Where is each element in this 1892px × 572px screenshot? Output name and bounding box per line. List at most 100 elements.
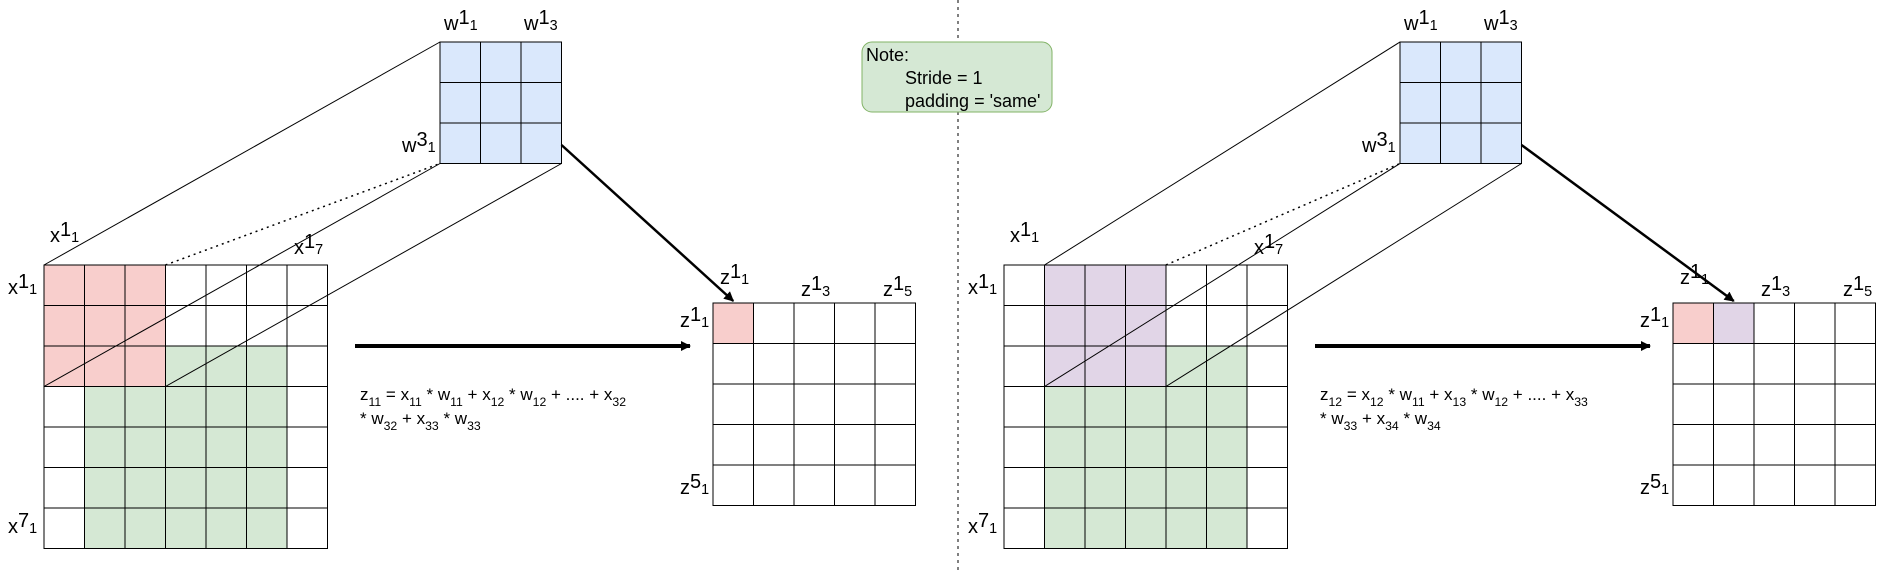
- equation-line-1-part: *: [1384, 385, 1400, 404]
- output-label-z11-top-part: z: [720, 267, 730, 289]
- output-matrix-cell: [1672, 383, 1714, 425]
- input-matrix-cell: [43, 507, 85, 549]
- input-matrix-cell: [165, 264, 207, 306]
- output-cell-computed: [713, 303, 754, 344]
- input-label-x17: x​17​: [1254, 231, 1283, 259]
- output-matrix-cell: [1753, 302, 1795, 344]
- output-label-z15-part: z: [1843, 279, 1853, 301]
- input-label-x71-part: x: [968, 516, 978, 538]
- output-label-z15-subscript: 5: [1864, 284, 1872, 300]
- input-matrix-cell: [286, 264, 328, 306]
- equation-line-1: z12​ = x12​ * w11​ + x13​ * w12​ + .... …: [1320, 385, 1588, 409]
- input-label-x11-top: x​11​: [1010, 219, 1039, 247]
- output-matrix-cell: [874, 343, 916, 385]
- kernel-matrix: [1399, 41, 1522, 164]
- hidden-projection-line: [1165, 162, 1401, 266]
- output-label-z51-part: z: [1640, 477, 1650, 499]
- output-matrix-cell: [1672, 343, 1714, 385]
- output-label-z51-subscript: 1: [701, 482, 709, 498]
- output-matrix: [1672, 302, 1876, 506]
- input-label-x17-subscript: 7: [1275, 242, 1283, 258]
- kernel-label-w13-part: 1: [1498, 7, 1509, 29]
- input-label-x11-side-part: x: [8, 277, 18, 299]
- kernel-label-w13: w​13​: [1483, 7, 1518, 35]
- input-matrix-cell: [43, 426, 85, 468]
- output-matrix-cell: [1834, 343, 1876, 385]
- equation-line-2-subscript: 33: [1344, 419, 1358, 433]
- equation-line-1-part: *: [1466, 385, 1482, 404]
- input-label-x71-subscript: 1: [29, 521, 37, 537]
- kernel-fill: [440, 42, 562, 164]
- input-label-x11-side-part: 1: [18, 271, 29, 293]
- kernel-matrix-cell: [1480, 122, 1522, 164]
- output-label-z11-side: z​11​: [1640, 304, 1669, 332]
- input-matrix-cell: [1165, 264, 1207, 306]
- input-label-x11-side-part: x: [968, 277, 978, 299]
- output-matrix-cell: [874, 464, 916, 506]
- note-box: Note: Stride = 1 padding = 'same': [861, 41, 1053, 113]
- equation-line-2-part: *: [439, 409, 455, 428]
- equation-line-1-subscript: 11: [1412, 395, 1425, 409]
- kernel-label-w13-subscript: 3: [550, 18, 558, 34]
- output-label-z11-top-part: z: [1680, 267, 1690, 289]
- output-label-z13: z​13​: [801, 273, 830, 301]
- receptive-field-highlight: [44, 265, 166, 387]
- output-matrix-cell: [793, 383, 835, 425]
- projection-line: [43, 41, 441, 266]
- output-matrix-cell: [712, 424, 754, 466]
- equation-line-2-part: +: [397, 409, 416, 428]
- output-matrix-cell: [1753, 424, 1795, 466]
- equation-line-1-part: =: [1342, 385, 1361, 404]
- equation-line-1-part: +: [463, 385, 482, 404]
- output-label-z51: z​51​: [1640, 471, 1669, 499]
- output-matrix-cell: [712, 343, 754, 385]
- equation-line-1-subscript: 12: [1494, 395, 1508, 409]
- output-matrix-cell: [1794, 464, 1836, 506]
- output-label-z13-part: z: [801, 279, 811, 301]
- input-label-x11-top-part: x: [50, 225, 60, 247]
- kernel-label-w11: w​11​: [443, 7, 478, 35]
- output-label-z13-subscript: 3: [1782, 284, 1790, 300]
- equation-line-1-part: w: [437, 385, 451, 404]
- equation-line-1-part: x: [401, 385, 410, 404]
- equation-line-2-part: *: [1320, 409, 1331, 428]
- equation-line-2-subscript: 33: [425, 419, 439, 433]
- output-matrix-cell: [1713, 343, 1755, 385]
- output-matrix-cell: [834, 464, 876, 506]
- output-matrix-cell: [874, 302, 916, 344]
- input-label-x11-side-subscript: 1: [989, 282, 997, 298]
- output-matrix-cell: [793, 464, 835, 506]
- kernel-label-w11-part: 1: [458, 7, 469, 29]
- equation-line-1-part: +: [1425, 385, 1444, 404]
- input-matrix-cell: [1246, 467, 1288, 509]
- equation-line-1-subscript: 32: [612, 395, 626, 409]
- output-label-z15-part: 1: [1853, 273, 1864, 295]
- input-matrix: [1003, 264, 1288, 549]
- equation-line-1-subscript: 12: [1329, 395, 1343, 409]
- kernel-label-w31: w​31​: [1361, 129, 1396, 157]
- kernel-to-output-arrow: [560, 144, 735, 302]
- output-matrix-cell: [834, 302, 876, 344]
- output-matrix-cell: [1672, 424, 1714, 466]
- equation-line-1-part: + .... +: [546, 385, 604, 404]
- output-label-z51-part: 5: [690, 471, 701, 493]
- equation-line-2-subscript: 34: [1427, 419, 1441, 433]
- output-label-z11-top-subscript: 1: [1701, 272, 1709, 288]
- output-matrix-cell: [1753, 383, 1795, 425]
- output-matrix-cell: [793, 302, 835, 344]
- output-label-z13-part: 1: [811, 273, 822, 295]
- input-matrix-cell: [1246, 345, 1288, 387]
- input-label-x71-part: 7: [18, 510, 29, 532]
- kernel-label-w31-subscript: 1: [428, 140, 436, 156]
- kernel-matrix-cell: [520, 122, 562, 164]
- input-matrix-cell: [165, 305, 207, 347]
- equation-line-2-subscript: 34: [1385, 419, 1399, 433]
- kernel-label-w11-subscript: 1: [470, 18, 478, 34]
- output-label-z11-top-part: 1: [1690, 261, 1701, 283]
- right-panel: w​11​w​13​w​31​x​11​x​17​x​11​x​71​z​11​…: [968, 7, 1876, 549]
- input-matrix-cell: [286, 345, 328, 387]
- equation-line-2-subscript: 32: [384, 419, 398, 433]
- equation-line-2: * w32​ + x33​ * w33​: [360, 409, 481, 433]
- output-cell-current: [1713, 303, 1754, 344]
